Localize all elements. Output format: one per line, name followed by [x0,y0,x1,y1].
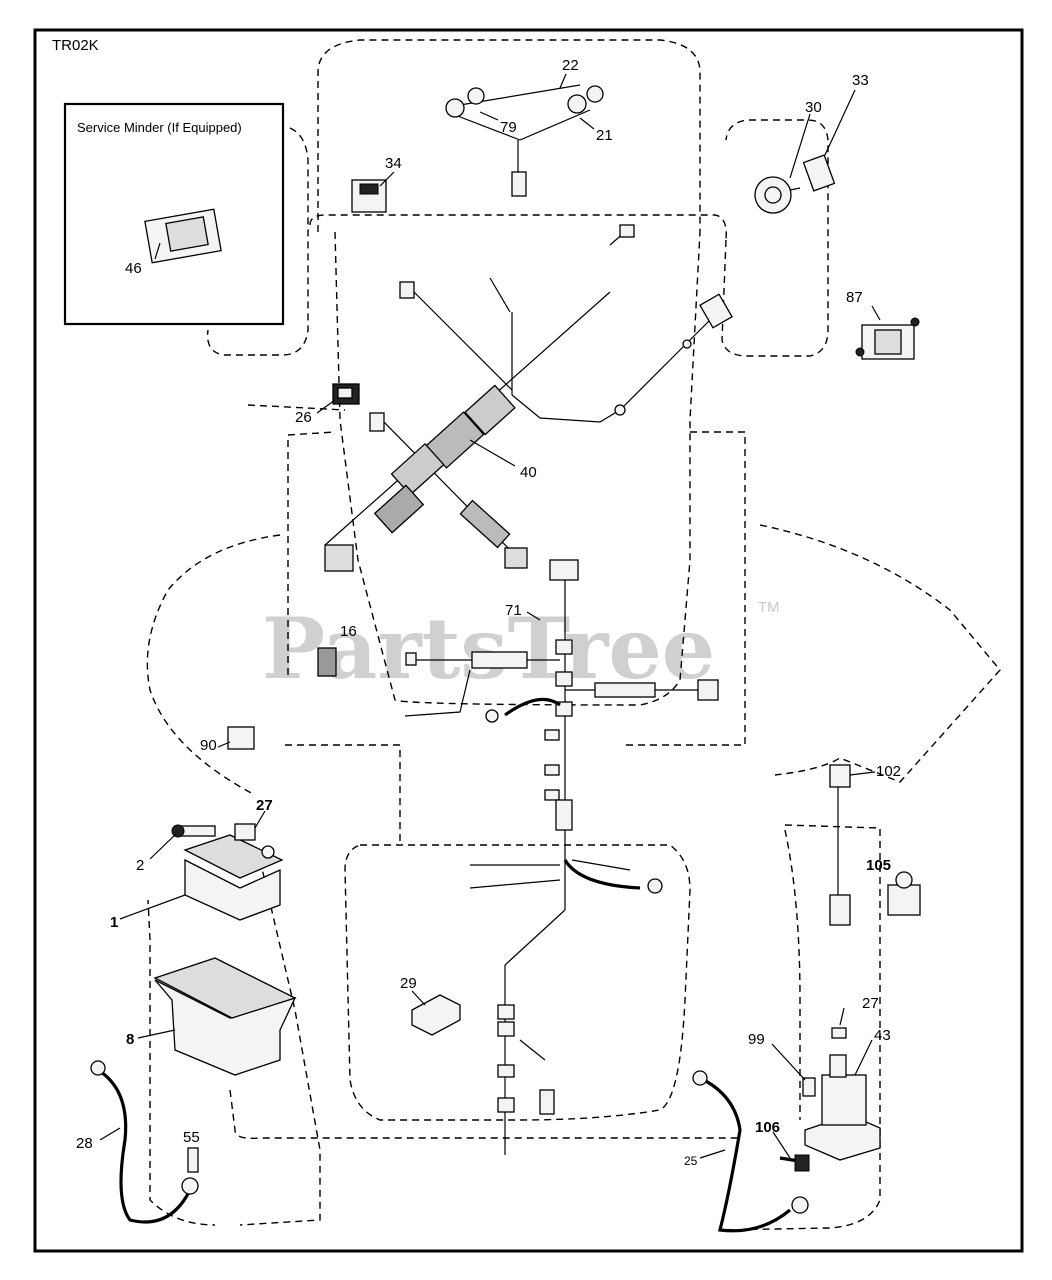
solenoid-105 [887,871,921,916]
nut-27-battery [234,823,256,841]
diagram-code: TR02K [52,37,99,54]
callout-22: 22 [562,57,579,74]
callout-46: 46 [125,260,142,277]
diagram-frame [33,28,1024,1253]
callout-40: 40 [520,464,537,481]
bolt-2 [171,824,216,838]
callout-27-battery: 27 [256,797,273,814]
callout-71: 71 [505,602,522,619]
callout-8: 8 [126,1031,134,1048]
wiring-harness [324,224,733,572]
battery-cable-25 [692,1070,809,1233]
battery-1 [183,834,284,921]
callout-30: 30 [805,99,822,116]
callout-16: 16 [340,623,357,640]
bolt-99 [802,1077,816,1097]
hour-meter-46 [144,208,222,264]
lower-harness [404,559,719,1155]
callout-87: 87 [846,289,863,306]
watermark-text: PartsTree [262,599,715,698]
diode-90 [227,726,255,750]
callout-90: 90 [200,737,217,754]
harness-102 [829,764,851,926]
callout-21: 21 [596,127,613,144]
ignition-switch-30 [754,176,801,214]
callout-99: 99 [748,1031,765,1048]
callout-34: 34 [385,155,402,172]
callout-labels: 22 21 79 34 30 33 87 46 26 40 71 16 90 2… [76,57,901,1168]
service-minder-inset [63,102,285,326]
battery-cable-28 [90,1060,199,1224]
leader-lines [99,73,881,1159]
callout-79: 79 [500,119,517,136]
battery-tray-8 [153,957,297,1076]
starter-solenoid-43 [804,1027,881,1161]
terminal-106 [779,1154,810,1172]
callout-55: 55 [183,1129,200,1146]
callout-106: 106 [755,1119,780,1136]
callout-102: 102 [876,763,901,780]
callout-43: 43 [874,1027,891,1044]
callout-27-solenoid: 27 [862,995,879,1012]
callout-2: 2 [136,857,144,874]
callout-26: 26 [295,409,312,426]
callout-105: 105 [866,857,891,874]
switch-29 [411,994,461,1036]
fuse-26 [332,383,360,405]
module-16 [317,647,337,677]
callout-33: 33 [852,72,869,89]
tractor-outline [146,39,1001,1231]
screw-55 [187,1147,199,1173]
callout-25: 25 [684,1154,698,1168]
inset-title: Service Minder (If Equipped) [77,120,242,135]
callout-29: 29 [400,975,417,992]
callout-1: 1 [110,914,118,931]
watermark-trademark: TM [758,599,780,616]
relay-87 [855,317,920,360]
callout-28: 28 [76,1135,93,1152]
headlight-assembly [445,84,604,197]
key-33 [802,154,836,192]
